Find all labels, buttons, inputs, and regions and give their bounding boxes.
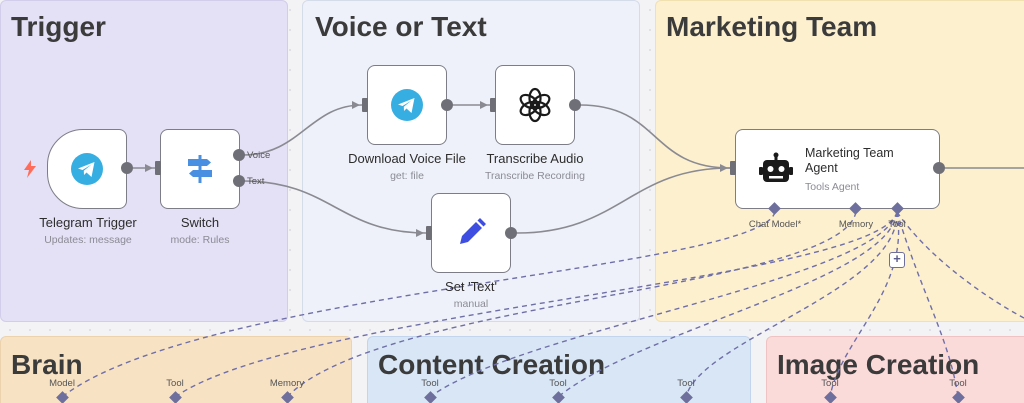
input-port[interactable]	[426, 226, 432, 240]
group-image-creation[interactable]: Image Creation	[766, 336, 1024, 403]
add-tool-button[interactable]: +	[889, 252, 905, 268]
node-subtitle: Updates: message	[44, 234, 132, 246]
output-port-voice[interactable]	[233, 149, 245, 161]
node-subtitle: mode: Rules	[170, 234, 230, 246]
output-port[interactable]	[441, 99, 453, 111]
group-title: Marketing Team	[666, 11, 878, 42]
group-title: Voice or Text	[315, 11, 487, 42]
port-label-chat-model: Chat Model*	[748, 219, 802, 230]
port-label-model: Model	[49, 378, 75, 389]
robot-icon	[759, 152, 793, 182]
output-port[interactable]	[121, 162, 133, 174]
telegram-icon	[391, 89, 423, 121]
trigger-bolt-icon	[24, 160, 36, 178]
output-port[interactable]	[505, 227, 517, 239]
switch-node[interactable]	[160, 129, 240, 209]
node-label: Telegram Trigger	[39, 215, 137, 230]
port-label-tool: Tool	[549, 378, 567, 389]
node-label: Transcribe Audio	[486, 151, 584, 166]
marketing-team-agent-node[interactable]	[735, 129, 940, 209]
group-trigger[interactable]: Trigger	[0, 0, 288, 322]
node-subtitle: Tools Agent	[805, 181, 860, 193]
output-port[interactable]	[933, 162, 945, 174]
input-port[interactable]	[730, 161, 736, 175]
node-subtitle: Transcribe Recording	[485, 170, 585, 182]
pencil-icon	[460, 218, 486, 244]
node-label: Marketing Team Agent	[805, 146, 894, 175]
transcribe-audio-node[interactable]	[495, 65, 575, 145]
node-label: Download Voice File	[348, 151, 466, 166]
node-subtitle: get: file	[390, 170, 424, 182]
port-label-memory: Memory	[269, 378, 305, 389]
input-port[interactable]	[155, 161, 161, 175]
output-label-text: Text	[247, 176, 265, 187]
port-label-tool: Tool	[166, 378, 184, 389]
group-title: Content Creation	[378, 349, 606, 380]
download-voice-file-node[interactable]	[367, 65, 447, 145]
port-label-tool: Tool	[949, 378, 967, 389]
output-port[interactable]	[569, 99, 581, 111]
group-title: Brain	[11, 349, 83, 380]
signpost-icon	[188, 155, 212, 183]
telegram-trigger-node[interactable]	[47, 129, 127, 209]
node-label: Set 'Text'	[445, 279, 497, 294]
input-port[interactable]	[362, 98, 368, 112]
set-text-node[interactable]	[431, 193, 511, 273]
port-label-tool: Tool	[888, 219, 906, 230]
output-port-text[interactable]	[233, 175, 245, 187]
node-label: Switch	[180, 215, 220, 230]
output-label-voice: Voice	[247, 150, 271, 161]
input-port[interactable]	[490, 98, 496, 112]
group-title: Image Creation	[777, 349, 980, 380]
port-label-tool: Tool	[821, 378, 839, 389]
port-label-tool: Tool	[421, 378, 439, 389]
openai-icon	[519, 87, 551, 123]
port-label-memory: Memory	[838, 219, 874, 230]
node-subtitle: manual	[453, 298, 489, 310]
telegram-icon	[71, 153, 103, 185]
port-label-tool: Tool	[677, 378, 695, 389]
group-title: Trigger	[11, 11, 106, 42]
